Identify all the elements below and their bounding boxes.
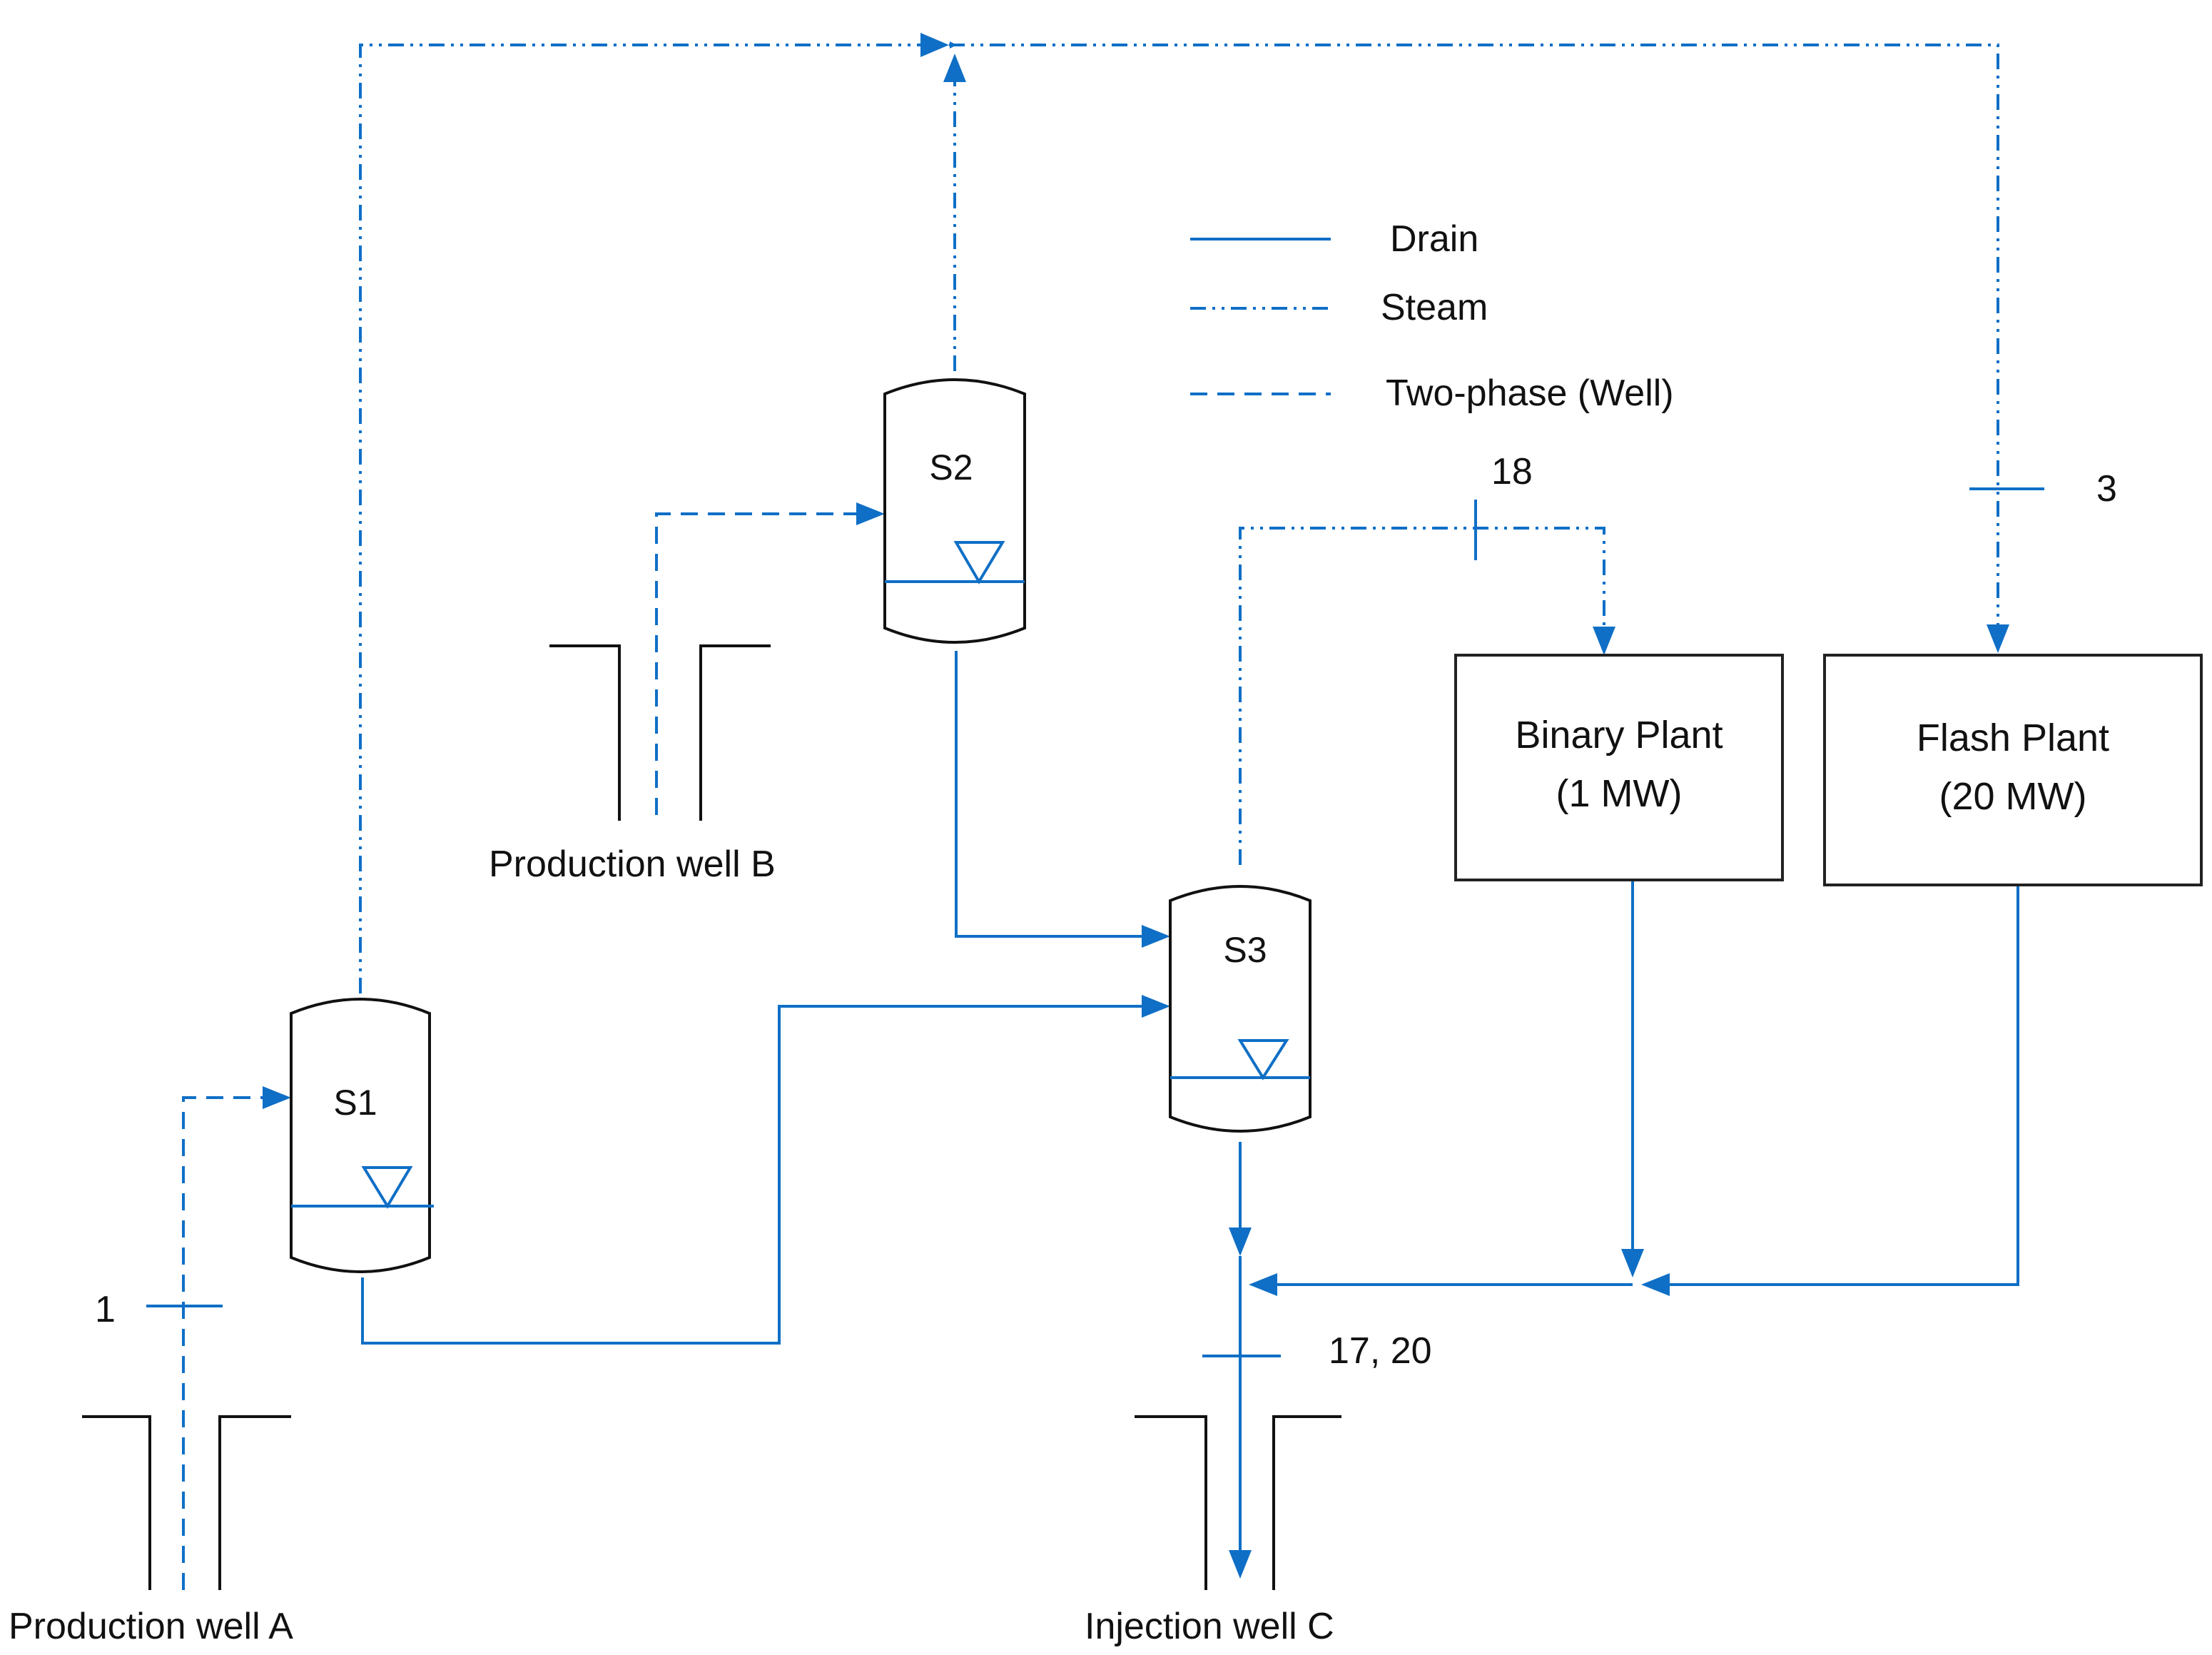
injection-well-c-casing-left [1135,1415,1207,1590]
binary-plant-steam-arrowhead [1593,627,1615,655]
steam-line-s3-to-binary [1239,527,1605,865]
two-phase-line-well-a [182,1096,263,1590]
injection-well-c-casing-right [1272,1415,1341,1590]
production-well-b[interactable]: Production well B [489,644,776,885]
s3-drain-arrowhead [1229,1228,1252,1256]
separator-s2-label: S2 [929,447,973,487]
separator-s1-level-icon [361,1166,413,1209]
drain-lines [361,651,2019,1579]
flash-plant-capacity: (20 MW) [1939,775,2087,818]
s2-steam-up-arrowhead [943,54,966,82]
injection-arrowhead [1229,1550,1252,1579]
s3-inlet-arrowhead-upper [1142,925,1170,948]
binary-plant-capacity: (1 MW) [1556,772,1683,815]
legend: Drain Steam Two-phase (Well) [1190,218,1674,414]
binary-plant[interactable]: Binary Plant (1 MW) [1454,654,1784,881]
separator-s2-vessel [883,378,1026,644]
separator-s1[interactable]: S1 [290,998,434,1273]
injection-well-c[interactable]: Injection well C [1085,1415,1341,1647]
s2-inlet-arrowhead [856,502,885,525]
drain-line-flash-return [1670,885,2019,1286]
production-well-b-label: Production well B [489,844,776,885]
two-phase-line-well-b [655,512,856,815]
point-18-label: 18 [1491,451,1533,492]
legend-steam-label: Steam [1381,287,1488,328]
binary-plant-box [1454,654,1784,881]
collector-arrowhead [1249,1273,1277,1296]
separator-s3-label: S3 [1223,930,1267,970]
separator-s2-level-icon [953,541,1005,584]
separator-s3[interactable]: S3 [1169,885,1312,1133]
flash-drain-arrowhead [1641,1273,1670,1296]
s3-inlet-arrowhead-lower [1142,995,1170,1018]
flash-plant-steam-arrowhead [1987,624,2009,653]
binary-plant-name: Binary Plant [1515,714,1723,756]
production-well-b-casing-left [549,644,621,821]
drain-line-s1-to-s3 [361,1005,1142,1345]
binary-drain-arrowhead [1621,1249,1644,1277]
point-1-label: 1 [95,1289,116,1330]
measurement-ticks [146,487,2044,1357]
production-well-a-casing-left [82,1415,151,1590]
drain-line-s2-to-s3 [955,651,1142,938]
legend-drain-label: Drain [1390,218,1478,260]
separator-s3-vessel [1169,885,1312,1133]
point-17-20-label: 17, 20 [1329,1330,1432,1372]
production-well-a-casing-right [218,1415,291,1590]
two-phase-lines [182,502,885,1590]
steam-header-arrowhead [920,33,949,57]
production-well-a-label: Production well A [9,1606,293,1647]
separator-s1-vessel [290,998,431,1273]
separator-s2[interactable]: S2 [883,378,1026,644]
legend-two-phase-label: Two-phase (Well) [1386,373,1674,414]
flash-plant-box [1823,654,2203,886]
production-well-a[interactable]: Production well A [9,1415,293,1647]
flash-plant-name: Flash Plant [1917,717,2109,759]
steam-line-s1-to-header [359,44,926,993]
steam-lines [359,33,2009,993]
s1-inlet-arrowhead [263,1086,291,1109]
steam-header-to-flash [949,44,1999,624]
separator-s1-label: S1 [333,1083,377,1123]
point-3-label: 3 [2096,468,2117,510]
flash-plant[interactable]: Flash Plant (20 MW) [1823,654,2203,886]
injection-well-c-label: Injection well C [1085,1606,1334,1647]
separator-s3-level-icon [1237,1039,1289,1080]
production-well-b-casing-right [699,644,771,821]
